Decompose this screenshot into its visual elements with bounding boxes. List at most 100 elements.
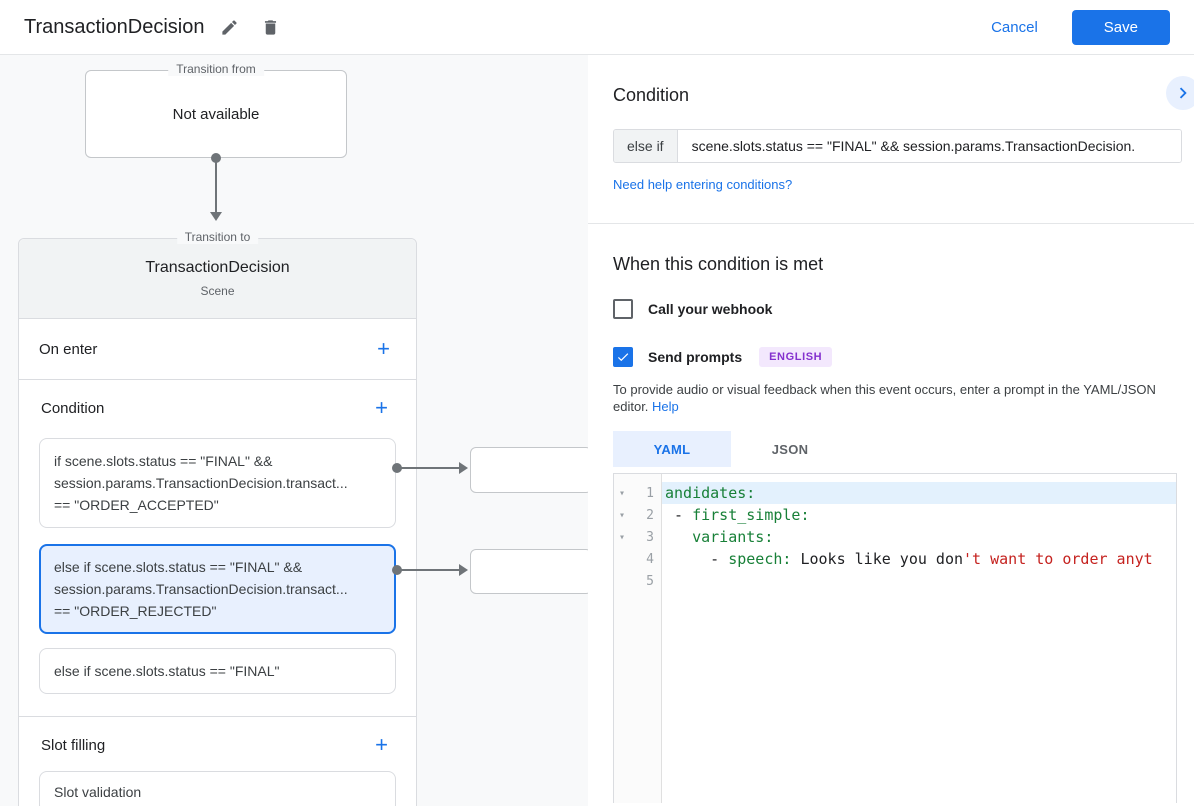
send-prompts-row: Send prompts ENGLISH: [613, 347, 1169, 367]
scene-card: Transition to TransactionDecision Scene …: [18, 230, 417, 806]
language-badge: ENGLISH: [759, 347, 833, 367]
condition-expression-input[interactable]: [677, 130, 1181, 162]
condition-prefix-label: else if: [614, 130, 678, 162]
scene-type: Scene: [200, 284, 235, 298]
topbar-actions: Cancel Save: [991, 9, 1170, 45]
yaml-dash: -: [665, 506, 693, 524]
webhook-row: Call your webhook: [613, 299, 1169, 319]
page-title: TransactionDecision: [24, 15, 205, 38]
yaml-value: Looks like you don: [791, 550, 964, 568]
yaml-indent: [665, 528, 692, 546]
condition-text-line: == "ORDER_ACCEPTED": [54, 497, 219, 513]
add-on-enter-button[interactable]: +: [371, 336, 396, 362]
yaml-key: first_simple:: [692, 506, 810, 524]
send-prompts-checkbox[interactable]: [613, 347, 633, 367]
prompt-hint: To provide audio or visual feedback when…: [613, 381, 1169, 415]
transition-from-box: Transition from Not available: [85, 62, 347, 158]
gutter-row: ▾ 1: [614, 482, 661, 504]
cancel-button[interactable]: Cancel: [991, 18, 1038, 36]
top-bar: TransactionDecision Cancel Save: [0, 0, 1194, 55]
line-number: 5: [646, 573, 654, 589]
connector-rejected-arrow-icon: [459, 564, 468, 576]
yaml-key: andidates:: [665, 484, 756, 502]
gutter-row: ▾ 2: [614, 504, 661, 526]
condition-card-final[interactable]: else if scene.slots.status == "FINAL": [39, 648, 396, 694]
send-prompts-label: Send prompts: [648, 349, 743, 365]
call-webhook-label: Call your webhook: [648, 301, 773, 317]
on-enter-label: On enter: [39, 340, 98, 358]
condition-text-line: session.params.TransactionDecision.trans…: [54, 475, 348, 491]
code-line-5: [662, 570, 1176, 592]
condition-text-line: if scene.slots.status == "FINAL" &&: [54, 453, 273, 469]
condition-card-rejected-selected[interactable]: else if scene.slots.status == "FINAL" &&…: [39, 544, 396, 634]
delete-icon[interactable]: [255, 12, 286, 43]
code-line-1: andidates:: [662, 482, 1176, 504]
condition-panel-title: Condition: [613, 85, 690, 105]
code-line-4: - speech: Looks like you don't want to o…: [662, 548, 1176, 570]
save-button[interactable]: Save: [1071, 9, 1170, 45]
editor-gutter: ▾ 1 ▾ 2 ▾ 3 4 5: [614, 474, 662, 803]
edit-icon[interactable]: [214, 12, 245, 43]
slot-filling-label: Slot filling: [41, 736, 106, 754]
condition-text-line: else if scene.slots.status == "FINAL" &&: [54, 559, 303, 575]
connector-down-arrow-icon: [210, 212, 222, 221]
fold-arrow-icon[interactable]: ▾: [619, 531, 626, 543]
yaml-dash: -: [665, 550, 729, 568]
yaml-string: 't want to order anyt: [963, 550, 1153, 568]
code-line-2: - first_simple:: [662, 504, 1176, 526]
line-number: 4: [646, 551, 654, 567]
gutter-row: ▾ 3: [614, 526, 661, 548]
condition-input-group: else if: [613, 129, 1182, 163]
gutter-row: 4: [614, 548, 661, 570]
code-line-3: variants:: [662, 526, 1176, 548]
transition-target-box-2[interactable]: [470, 549, 588, 594]
slot-validation-label: Slot validation: [54, 784, 142, 800]
condition-section-label: Condition: [41, 399, 105, 417]
condition-card-accepted[interactable]: if scene.slots.status == "FINAL" && sess…: [39, 438, 396, 528]
scene-name: TransactionDecision: [145, 259, 290, 276]
condition-section: Condition + if scene.slots.status == "FI…: [19, 380, 416, 717]
help-link[interactable]: Help: [652, 399, 679, 414]
checkmark-icon: [617, 353, 629, 362]
condition-text-line: == "ORDER_REJECTED": [54, 603, 217, 619]
line-number: 3: [646, 529, 654, 545]
connector-rejected-line: [400, 569, 460, 571]
scene-card-header[interactable]: TransactionDecision Scene: [19, 239, 416, 319]
when-condition-met-section: When this condition is met Call your web…: [588, 224, 1194, 803]
connector-accepted-dot: [392, 463, 402, 473]
add-condition-button[interactable]: +: [369, 395, 394, 421]
connector-accepted-arrow-icon: [459, 462, 468, 474]
transition-target-box-1[interactable]: [470, 447, 588, 493]
condition-editor-section: Condition else if Need help entering con…: [588, 55, 1194, 224]
call-webhook-checkbox[interactable]: [613, 299, 633, 319]
yaml-key: variants:: [692, 528, 774, 546]
gutter-row: 5: [614, 570, 661, 592]
connector-down-line: [215, 159, 217, 213]
fold-arrow-icon[interactable]: ▾: [619, 487, 626, 499]
collapse-panel-button[interactable]: [1166, 76, 1194, 110]
condition-help-link[interactable]: Need help entering conditions?: [613, 177, 793, 192]
tab-yaml[interactable]: YAML: [613, 431, 731, 467]
slot-validation-card[interactable]: Slot validation: [39, 771, 396, 806]
line-number: 2: [646, 507, 654, 523]
transition-from-legend: Transition from: [168, 62, 264, 76]
scene-flow-canvas: Transition from Not available Transition…: [0, 55, 588, 806]
connector-down-dot: [211, 153, 221, 163]
chevron-right-icon: [1179, 87, 1187, 99]
line-number: 1: [646, 485, 654, 501]
yaml-code-editor[interactable]: ▾ 1 ▾ 2 ▾ 3 4 5: [613, 473, 1177, 803]
transition-from-value: Not available: [172, 105, 260, 123]
fold-arrow-icon[interactable]: ▾: [619, 509, 626, 521]
connector-accepted-line: [400, 467, 460, 469]
tab-json[interactable]: JSON: [731, 431, 849, 467]
condition-detail-panel: Condition else if Need help entering con…: [588, 55, 1194, 806]
prompt-hint-text: To provide audio or visual feedback when…: [613, 382, 1156, 414]
editor-code-area[interactable]: andidates: - first_simple: variants: - s…: [662, 474, 1176, 803]
editor-format-tabs: YAML JSON: [613, 431, 1169, 467]
connector-rejected-dot: [392, 565, 402, 575]
title-group: TransactionDecision: [24, 12, 286, 43]
condition-text-line: session.params.TransactionDecision.trans…: [54, 581, 348, 597]
yaml-key: speech:: [728, 550, 792, 568]
condition-text-line: else if scene.slots.status == "FINAL": [54, 663, 280, 679]
add-slot-filling-button[interactable]: +: [369, 732, 394, 758]
